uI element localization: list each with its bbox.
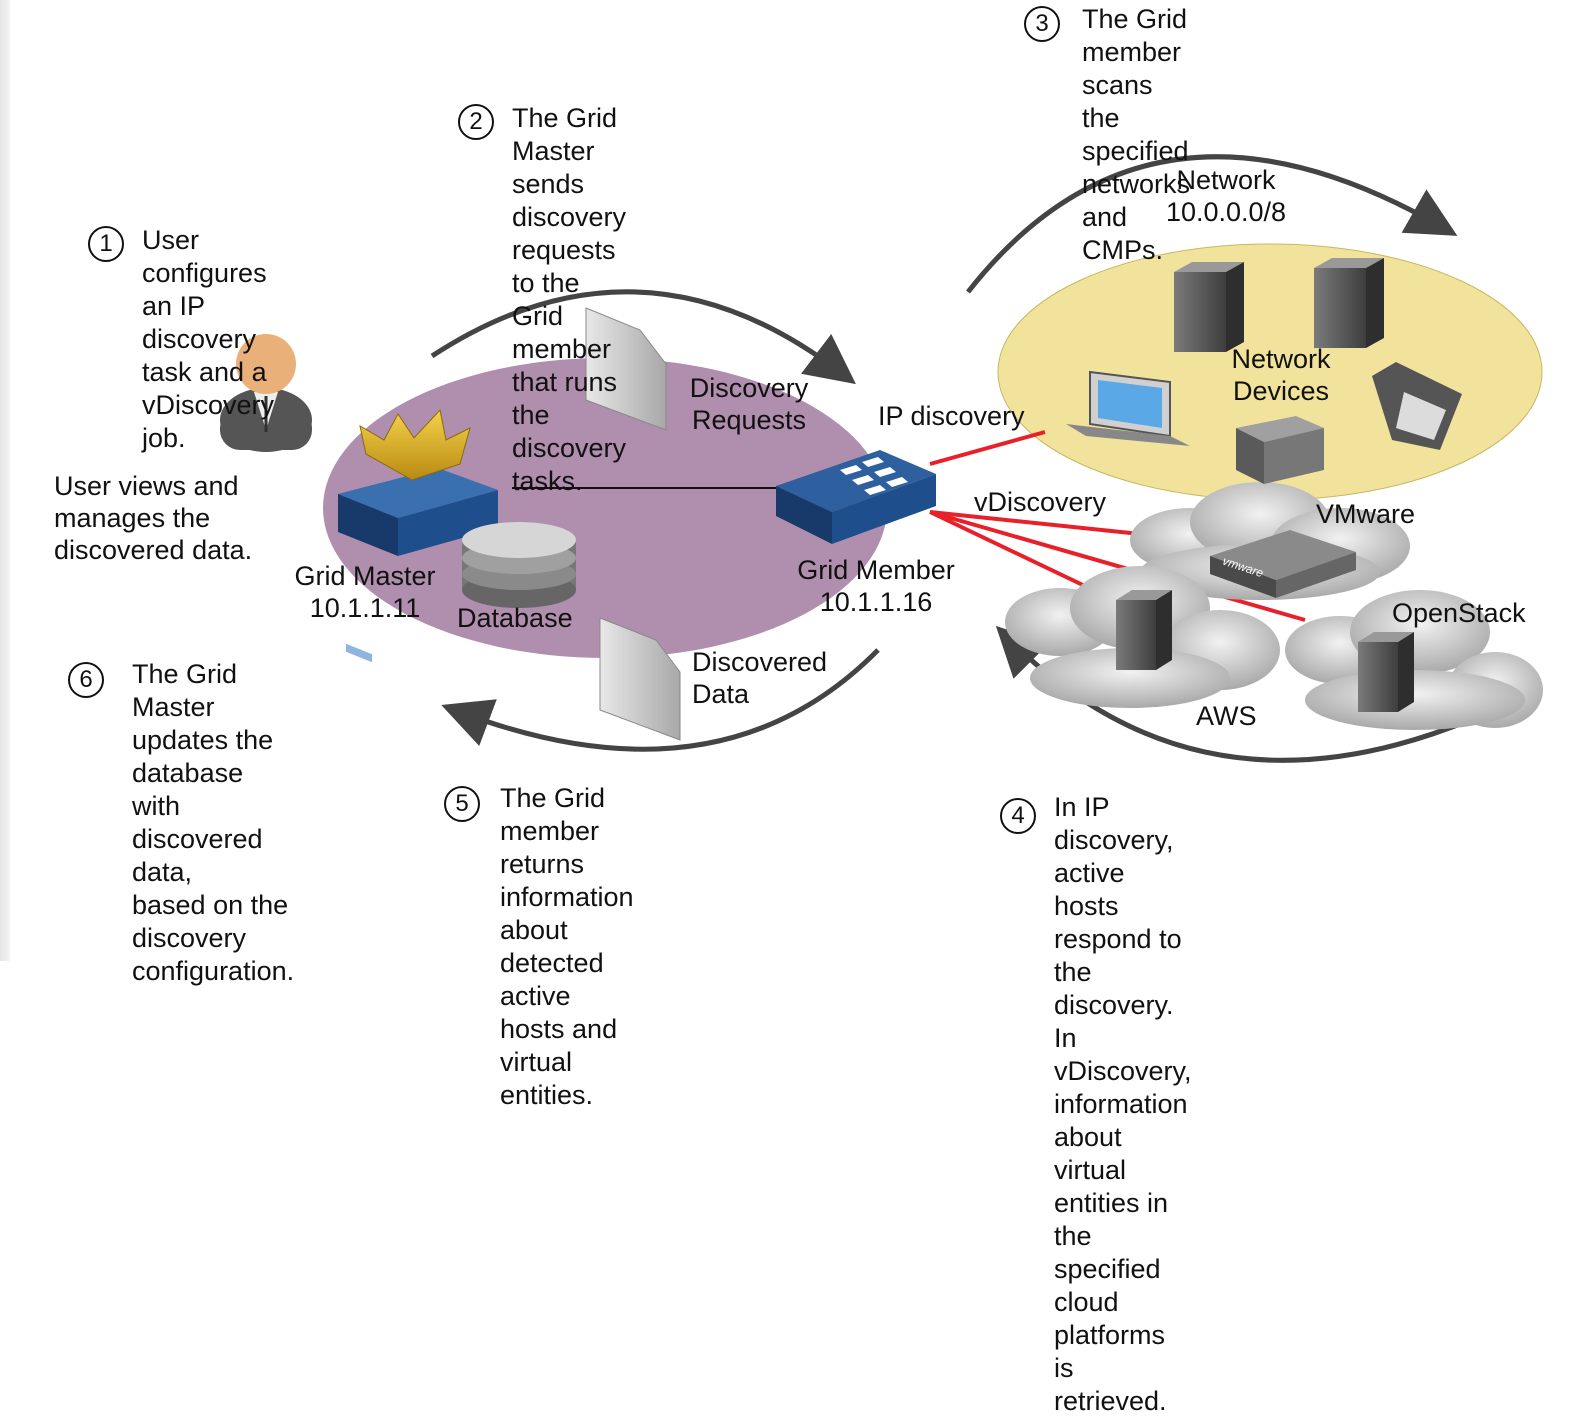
- step-3-number: 3: [1024, 6, 1060, 42]
- step-6-number: 6: [68, 662, 104, 698]
- vmware-label: VMware: [1316, 499, 1416, 529]
- step-5-text: The Grid member returns information abou…: [500, 783, 634, 1110]
- database-label: Database: [457, 603, 573, 633]
- discovered-data-label: Discovered Data: [692, 647, 828, 709]
- diagram-canvas: [220, 154, 1543, 763]
- vmware-appliance-icon: [1210, 530, 1356, 598]
- database-icon: [462, 522, 576, 608]
- network-label: Network 10.0.0.0/8: [1165, 165, 1287, 227]
- arrow-step5: [441, 648, 880, 752]
- ip-discovery-label: IP discovery: [878, 401, 1025, 431]
- page-edge: [0, 0, 10, 961]
- step-2-text: The Grid Master sends discovery requests…: [512, 103, 627, 496]
- openstack-label: OpenStack: [1392, 598, 1526, 628]
- discovery-requests-document-icon: [585, 307, 667, 431]
- step-5-number: 5: [444, 786, 480, 822]
- grid-master-appliance-icon: [338, 468, 498, 663]
- red-links: [929, 430, 1306, 622]
- network-server-icon-2: [1314, 258, 1384, 348]
- grid-master-label: Grid Master 10.1.1.11: [294, 561, 436, 623]
- step-4-text: In IP discovery, active hosts respond to…: [1054, 792, 1192, 1416]
- step-1-number: 1: [88, 226, 124, 262]
- user-icon: [220, 334, 312, 452]
- grid-member-appliance-icon: [776, 450, 936, 544]
- step-3-text: The Grid member scans the specified netw…: [1082, 4, 1191, 265]
- arrow-step2: [430, 289, 856, 385]
- step-4-number: 4: [1000, 798, 1036, 834]
- laptop-icon: [1066, 370, 1190, 446]
- user-views-label: User views and manages the discovered da…: [54, 471, 253, 565]
- grid-member-label: Grid Member 10.1.1.16: [797, 555, 955, 617]
- step-6-text: The Grid Master updates the database wit…: [132, 659, 295, 986]
- discovery-requests-label: Discovery Requests: [689, 373, 809, 435]
- crown-icon: [359, 408, 471, 481]
- openstack-server-icon: [1358, 632, 1414, 712]
- aws-cloud: [1005, 566, 1280, 708]
- aws-label: AWS: [1196, 701, 1257, 731]
- step-1-text: User configures an IP discovery task and…: [142, 225, 275, 453]
- vdiscovery-label: vDiscovery: [974, 487, 1107, 517]
- aws-server-icon: [1116, 590, 1172, 670]
- network-server-icon-1: [1174, 262, 1244, 352]
- arrow-step3: [966, 154, 1458, 294]
- step-2-number: 2: [458, 104, 494, 140]
- printer-icon: [1236, 416, 1324, 484]
- discovered-data-document-icon: [599, 617, 681, 741]
- vmware-cloud: [1130, 482, 1410, 600]
- ip-phone-icon: [1372, 362, 1462, 450]
- network-devices-label: Network Devices: [1231, 344, 1331, 406]
